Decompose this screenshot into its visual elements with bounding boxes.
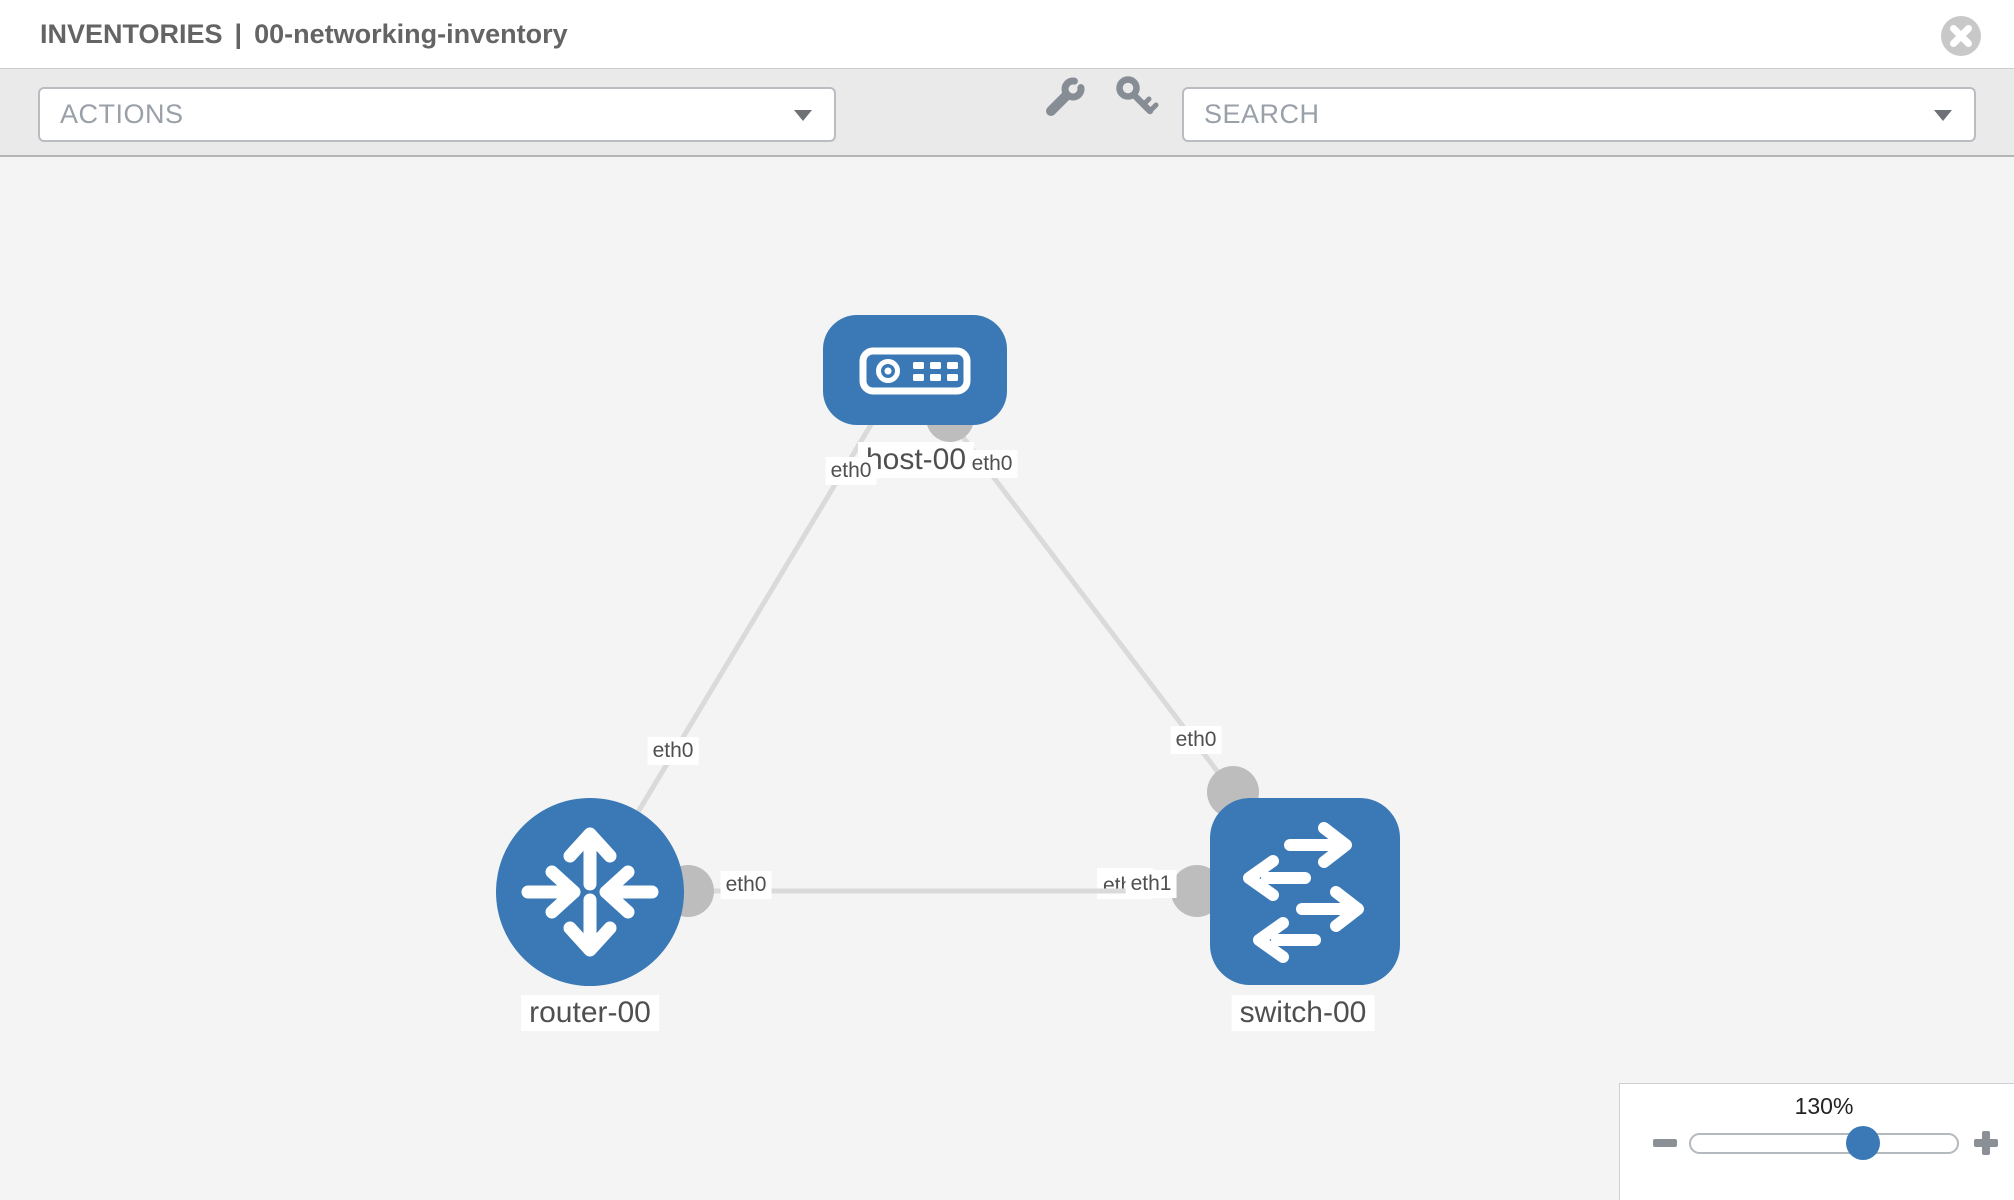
breadcrumb-inventory-name: 00-networking-inventory	[254, 19, 568, 49]
page-title: INVENTORIES | 00-networking-inventory	[40, 0, 568, 69]
interface-label-router-top: eth0	[647, 737, 699, 765]
node-label-switch: switch-00	[1231, 995, 1375, 1031]
router-arrows-icon	[521, 827, 659, 957]
toolbar: ACTIONS	[0, 69, 2014, 157]
interface-label-router-right: eth0	[720, 871, 772, 899]
zoom-panel: 130%	[1619, 1083, 2014, 1200]
topology-canvas[interactable]: eth1	[0, 157, 2014, 1200]
breadcrumb-section: INVENTORIES	[40, 19, 223, 49]
node-label-router: router-00	[521, 995, 659, 1031]
node-host-00[interactable]	[823, 315, 1007, 425]
actions-dropdown-label: ACTIONS	[60, 99, 184, 129]
chevron-down-icon	[794, 110, 812, 121]
interface-label-switch-top: eth0	[1170, 726, 1222, 754]
exchange-arrows-icon	[1243, 822, 1364, 963]
close-icon	[1941, 16, 1981, 56]
configure-button[interactable]	[1046, 77, 1085, 116]
wrench-icon	[1046, 77, 1085, 116]
interface-label-host-right: eth0	[966, 450, 1018, 478]
window-header: INVENTORIES | 00-networking-inventory	[0, 0, 2014, 69]
actions-dropdown[interactable]: ACTIONS	[38, 87, 836, 142]
server-icon	[859, 347, 971, 395]
credentials-button[interactable]	[1116, 76, 1159, 115]
search-input[interactable]	[1204, 99, 1904, 130]
zoom-slider-handle[interactable]	[1846, 1126, 1880, 1160]
zoom-level: 130%	[1794, 1093, 1854, 1119]
interface-label-host-left: eth0	[825, 457, 877, 485]
search-dropdown[interactable]	[1182, 87, 1976, 142]
zoom-in-button[interactable]	[1974, 1131, 1998, 1155]
zoom-out-button[interactable]	[1653, 1131, 1677, 1155]
interface-label-switch-left: eth1	[1125, 870, 1177, 898]
breadcrumb-separator: |	[234, 19, 243, 49]
key-icon	[1116, 76, 1159, 115]
chevron-down-icon	[1934, 110, 1952, 121]
zoom-slider-track[interactable]	[1689, 1133, 1959, 1154]
node-switch-00[interactable]	[1210, 798, 1400, 985]
node-label-host: host-00	[857, 442, 975, 478]
close-button[interactable]	[1939, 14, 1983, 58]
node-router-00[interactable]	[496, 798, 684, 986]
